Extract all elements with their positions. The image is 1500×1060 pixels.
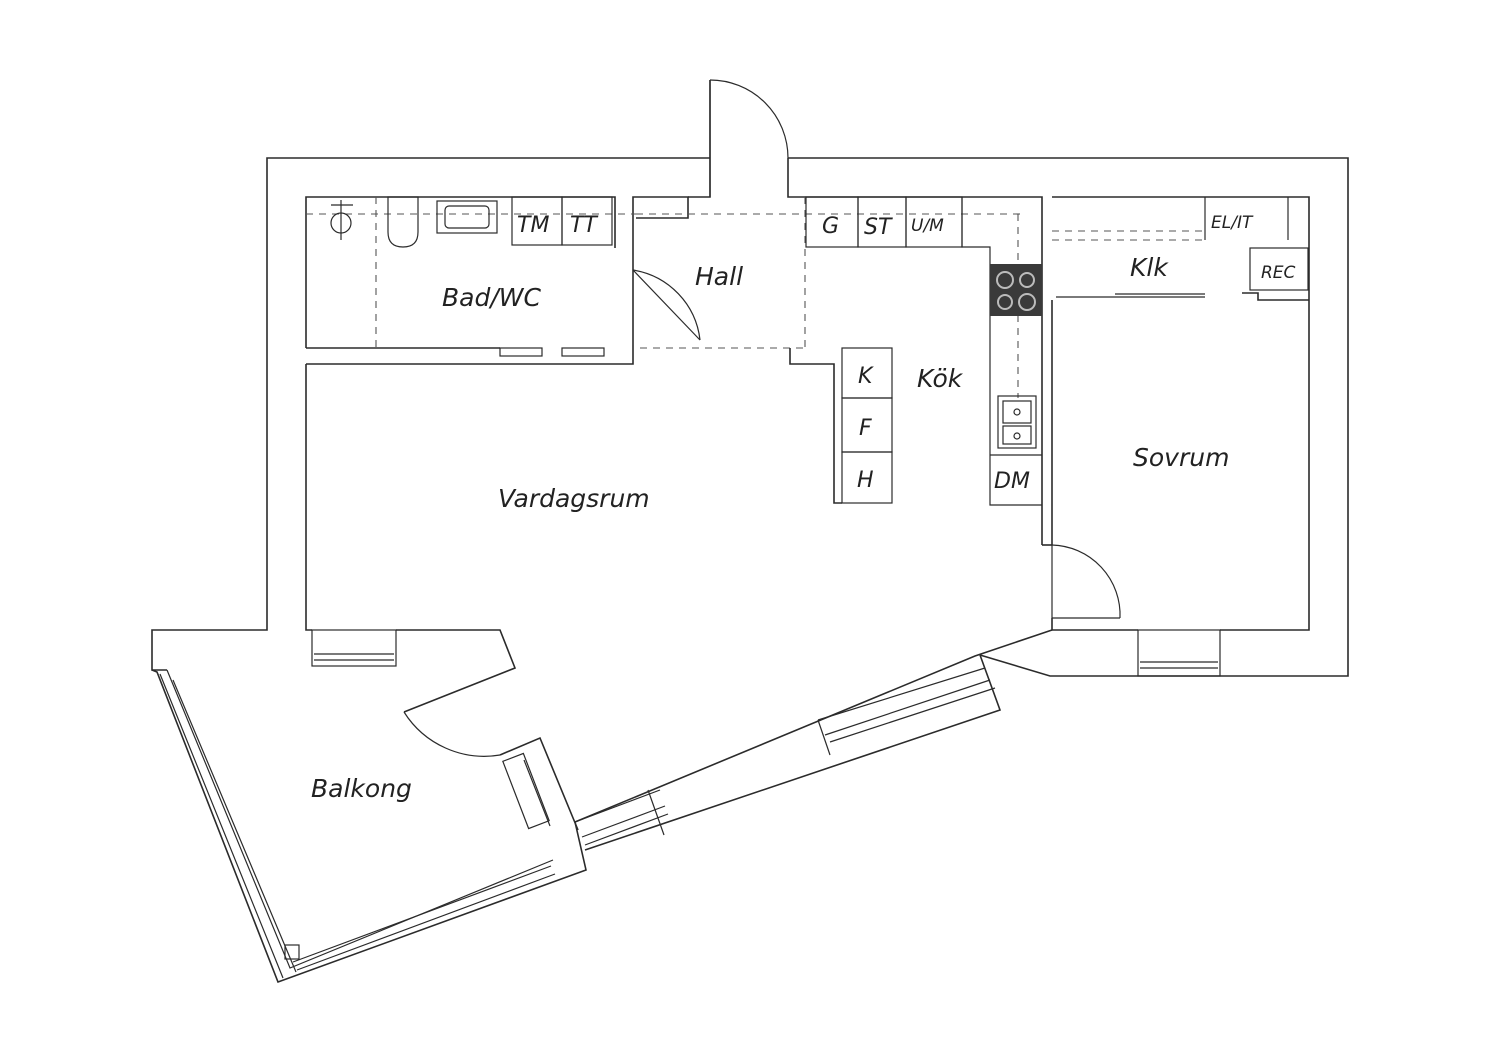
balcony-railing <box>151 669 587 984</box>
fixture-k-label: K <box>858 364 874 389</box>
fixture-tm-label: TM <box>517 213 549 238</box>
room-label-balkong: Balkong <box>311 774 412 803</box>
room-label-vardagsrum: Vardagsrum <box>498 484 650 513</box>
room-label-klk: Klk <box>1130 253 1169 282</box>
room-label-sovrum: Sovrum <box>1133 443 1229 472</box>
bedroom-door[interactable] <box>1051 544 1121 619</box>
fixture-h <box>841 451 893 504</box>
room-label-kok: Kök <box>917 364 964 393</box>
entrance-door[interactable] <box>709 79 789 197</box>
fixture-h-label: H <box>857 468 874 493</box>
sink-icon <box>436 200 498 234</box>
room-labels: Bad/WC Hall Kök Klk Sovrum Vardagsrum Ba… <box>311 253 1229 803</box>
room-label-hall: Hall <box>695 262 743 291</box>
bathroom-door[interactable] <box>632 255 701 345</box>
fixture-um-label: U/M <box>911 216 944 236</box>
outer-walls <box>151 80 1349 677</box>
kitchen-upper-fixtures: G ST U/M <box>805 196 1042 506</box>
fixture-tt <box>561 196 613 246</box>
stove-icon <box>990 264 1042 316</box>
windows <box>311 629 1221 677</box>
fixture-el-it-label: EL/IT <box>1211 213 1254 233</box>
fixture-rec-label: REC <box>1261 263 1296 283</box>
closet-fixtures: EL/IT REC <box>1052 197 1309 298</box>
fixture-f-label: F <box>859 416 872 441</box>
toilet-icon <box>387 196 419 248</box>
kitchen-sink-icon <box>997 395 1037 449</box>
angled-facade <box>396 629 1053 851</box>
fixture-dm-label: DM <box>994 469 1030 494</box>
fixture-tt-label: TT <box>570 213 598 238</box>
hall-dashed-lines <box>636 197 1020 398</box>
room-label-bad-wc: Bad/WC <box>442 283 541 312</box>
bathroom-fixtures: TM TT <box>306 196 636 357</box>
fixture-st-label: ST <box>864 215 893 240</box>
balcony-door[interactable] <box>403 711 579 831</box>
fixture-dm: DM <box>990 454 1042 494</box>
fixture-rec <box>1249 247 1309 291</box>
kitchen-island: K F H <box>789 347 893 504</box>
fixture-g-label: G <box>822 214 839 239</box>
